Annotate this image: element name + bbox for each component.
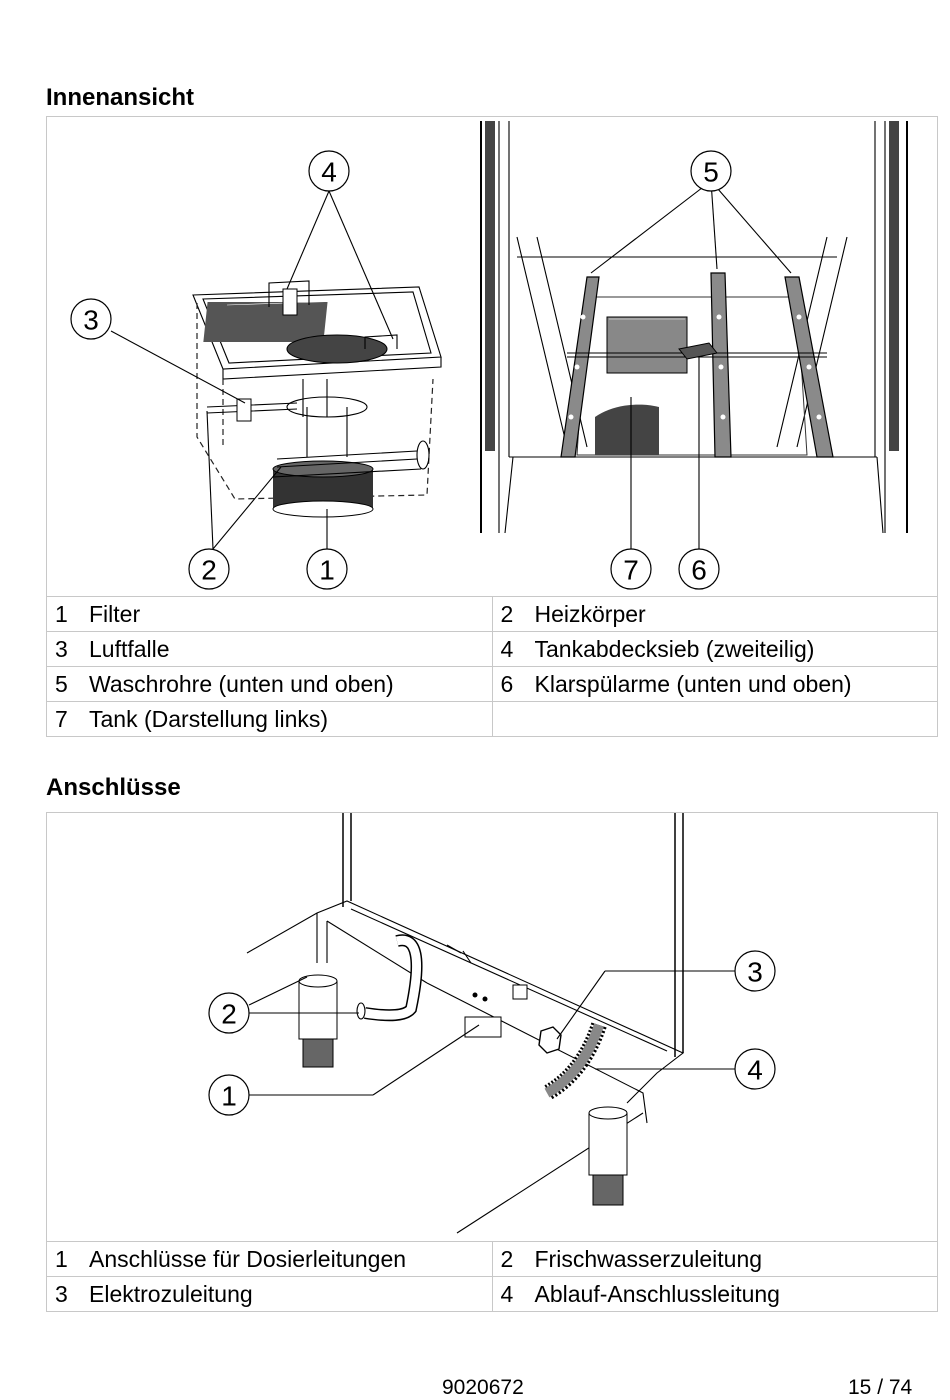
callout-4-left: 4 xyxy=(286,150,394,340)
footer-doc-number: 9020672 xyxy=(442,1376,524,1399)
figure-innenansicht: 4 3 2 1 xyxy=(46,116,938,597)
section-title-innenansicht: Innenansicht xyxy=(46,84,195,111)
callout-3-connections: 3 xyxy=(556,950,776,1040)
svg-text:6: 6 xyxy=(691,555,707,586)
callout-3-left: 3 xyxy=(70,298,246,404)
svg-text:5: 5 xyxy=(703,157,719,188)
svg-text:2: 2 xyxy=(201,555,217,586)
svg-text:2: 2 xyxy=(221,999,237,1030)
svg-text:1: 1 xyxy=(319,555,335,586)
connections-illustration xyxy=(246,813,685,1234)
callout-5-right: 5 xyxy=(590,150,792,274)
callout-1-left: 1 xyxy=(306,509,348,590)
svg-text:1: 1 xyxy=(221,1081,237,1112)
svg-text:3: 3 xyxy=(83,305,99,336)
callout-7-right: 7 xyxy=(610,397,652,590)
footer-page-number: 15 / 74 xyxy=(848,1376,913,1399)
svg-text:3: 3 xyxy=(747,957,763,988)
svg-text:4: 4 xyxy=(747,1055,763,1086)
figure-anschluesse: 2 1 3 4 xyxy=(46,812,938,1242)
callout-1-connections: 1 xyxy=(208,1024,480,1116)
machine-interior-illustration xyxy=(480,121,908,534)
tank-illustration xyxy=(192,280,442,518)
section-title-anschluesse: Anschlüsse xyxy=(46,774,181,801)
callout-2-connections: 2 xyxy=(208,976,359,1034)
callout-2-left: 2 xyxy=(188,410,282,590)
svg-text:4: 4 xyxy=(321,157,337,188)
legend-cell-empty xyxy=(491,701,938,737)
svg-text:7: 7 xyxy=(623,555,639,586)
callout-6-right: 6 xyxy=(678,357,720,590)
callout-4-connections: 4 xyxy=(595,1048,776,1090)
